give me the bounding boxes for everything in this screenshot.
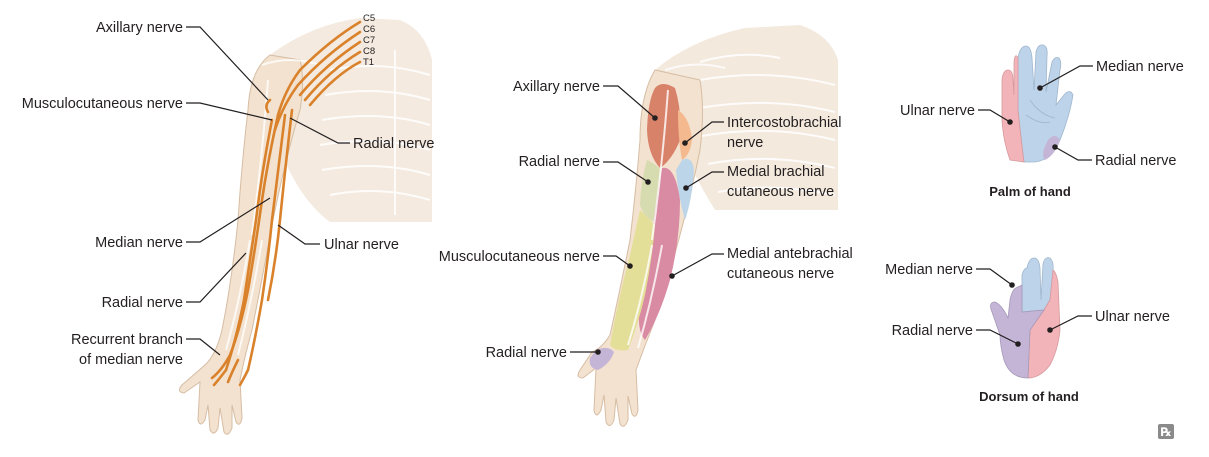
rib-lines	[319, 50, 431, 215]
label-medial-brachial-cutaneous-nerve: Medial brachial	[727, 164, 825, 180]
dorsum-radial-region	[990, 284, 1045, 379]
label-recurrent-branch: of median nerve	[79, 352, 183, 368]
caption-palm-of-hand: Palm of hand	[989, 184, 1071, 199]
label-intercostobrachial-nerve: nerve	[727, 135, 763, 151]
label-median-nerve: Median nerve	[1096, 59, 1184, 75]
label-medial-antebrachial-cutaneous-nerve: Medial antebrachial	[727, 246, 853, 262]
label-recurrent-branch: Recurrent branch	[71, 332, 183, 348]
spinal-root-labels: C5 C6 C7 C8 T1	[363, 13, 375, 68]
root-label: C7	[363, 35, 375, 46]
label-axillary-nerve: Axillary nerve	[513, 79, 600, 95]
label-radial-nerve: Radial nerve	[519, 154, 600, 170]
label-ulnar-nerve: Ulnar nerve	[900, 103, 975, 119]
panel-hand-innervation: Median nerve Ulnar nerve Radial nerve Pa…	[885, 44, 1184, 404]
arm-bones	[627, 63, 726, 349]
panel1-leaders	[186, 26, 350, 356]
thorax-silhouette	[655, 25, 838, 210]
region-axillary	[647, 84, 681, 168]
label-radial-nerve: Radial nerve	[1095, 153, 1176, 169]
label-radial-nerve: Radial nerve	[892, 323, 973, 339]
label-median-nerve: Median nerve	[95, 235, 183, 251]
label-axillary-nerve: Axillary nerve	[96, 20, 183, 36]
palm-radial-region	[1043, 136, 1060, 160]
rx-logo: ℞	[1158, 424, 1174, 439]
label-medial-antebrachial-cutaneous-nerve: cutaneous nerve	[727, 266, 834, 282]
label-musculocutaneous-nerve: Musculocutaneous nerve	[439, 249, 600, 265]
root-label: T1	[363, 57, 374, 68]
palm-of-hand: Median nerve Ulnar nerve Radial nerve Pa…	[900, 44, 1184, 199]
root-label: C8	[363, 46, 375, 57]
label-median-nerve: Median nerve	[885, 262, 973, 278]
root-label: C6	[363, 24, 375, 35]
palm-ulnar-region	[1001, 55, 1025, 163]
nerve-tracts	[210, 20, 362, 387]
region-musculocutaneous	[610, 210, 655, 351]
panel-nerve-anatomy: C5 C6 C7 C8 T1 Axillary nerve Musculocut…	[22, 13, 434, 435]
caption-dorsum-of-hand: Dorsum of hand	[979, 389, 1079, 404]
region-intercostobrachial	[678, 110, 692, 160]
label-radial-nerve: Radial nerve	[353, 136, 434, 152]
palm-median-region	[1017, 44, 1074, 163]
panel-arm-sensory-regions: Axillary nerve Radial nerve Musculocutan…	[439, 25, 853, 427]
label-ulnar-nerve: Ulnar nerve	[1095, 309, 1170, 325]
label-medial-brachial-cutaneous-nerve: cutaneous nerve	[727, 184, 834, 200]
dorsum-ulnar-region	[1027, 269, 1061, 379]
label-radial-nerve: Radial nerve	[486, 345, 567, 361]
root-label: C5	[363, 13, 375, 24]
rib-lines	[699, 53, 836, 196]
panel2-leaders	[570, 85, 724, 353]
label-intercostobrachial-nerve: Intercostobrachial	[727, 115, 841, 131]
label-ulnar-nerve: Ulnar nerve	[324, 237, 399, 253]
dorsum-of-hand: Median nerve Radial nerve Ulnar nerve Do…	[885, 257, 1170, 404]
rx-logo-glyph: ℞	[1161, 425, 1172, 439]
label-musculocutaneous-nerve: Musculocutaneous nerve	[22, 96, 183, 112]
panel2-leader-dots	[595, 115, 689, 355]
thorax-silhouette	[270, 18, 432, 222]
label-radial-nerve: Radial nerve	[102, 295, 183, 311]
arm-silhouette	[178, 54, 303, 435]
